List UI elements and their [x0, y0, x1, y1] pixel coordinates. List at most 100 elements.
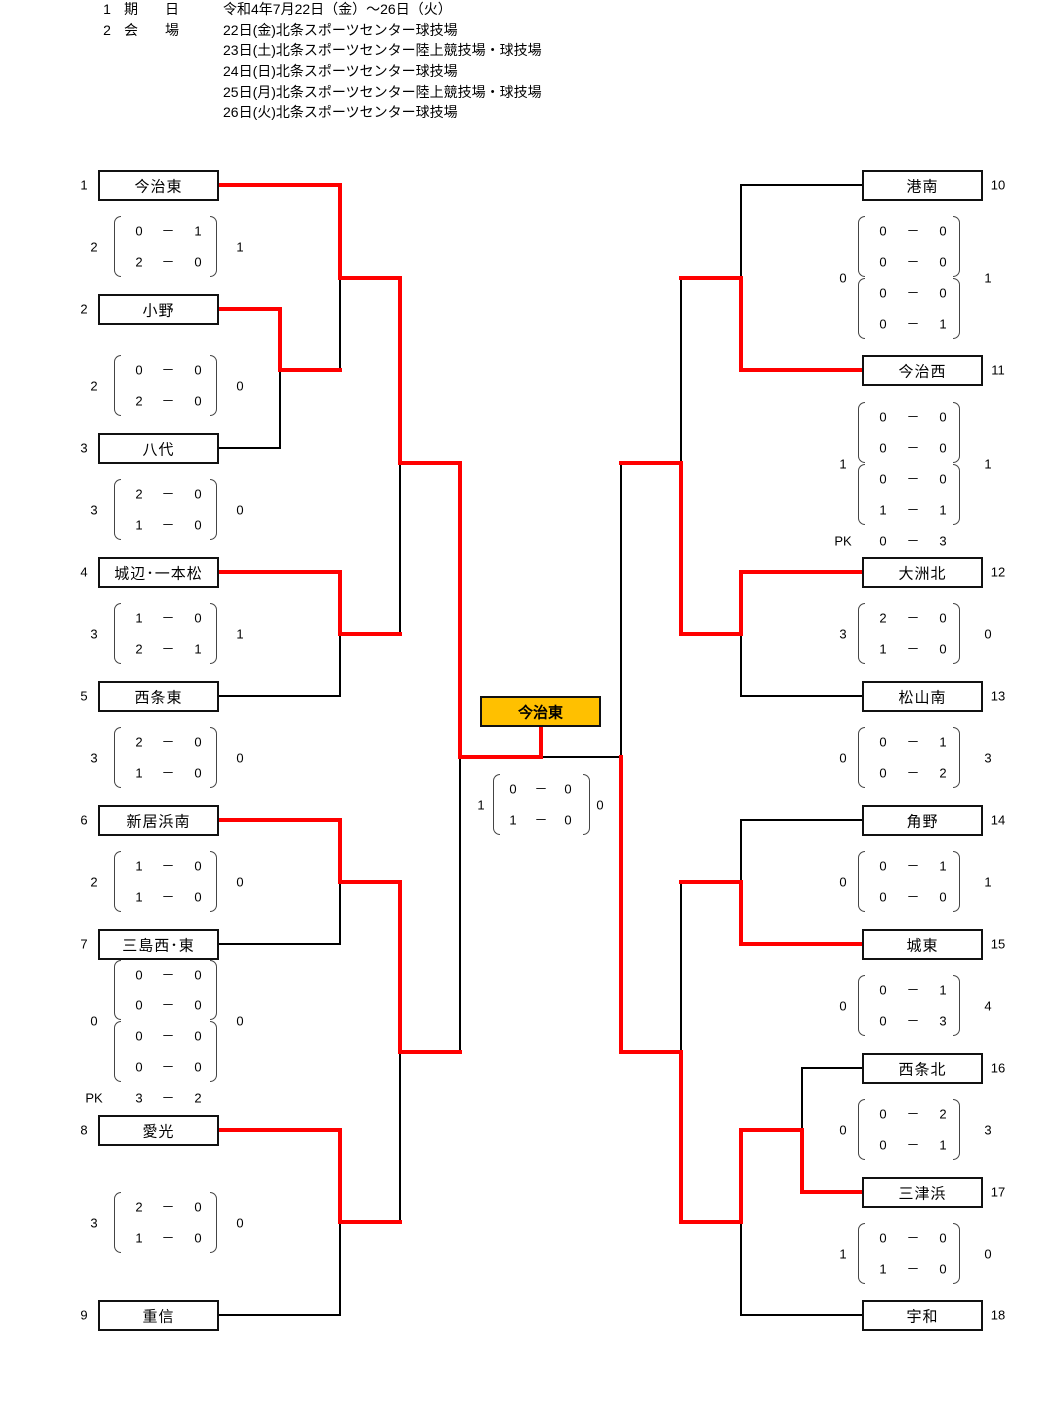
- total-score-right: 1: [984, 874, 992, 889]
- team-box: 新居浜南: [98, 805, 219, 836]
- score-bracket-left: [858, 603, 865, 664]
- total-score-right: 0: [984, 626, 992, 641]
- team-name: 小野: [142, 302, 175, 319]
- team-box: 大洲北: [862, 557, 983, 588]
- team-name: 城辺･一本松: [114, 565, 203, 582]
- score-bracket-left: [493, 774, 500, 835]
- header-item-number: 1: [103, 1, 111, 17]
- score-dash: －: [161, 889, 175, 905]
- team-name: 松山南: [898, 689, 947, 706]
- score-dash: －: [161, 223, 175, 239]
- period-score-right: 0: [194, 610, 202, 626]
- period-score-right: 1: [939, 734, 947, 750]
- total-score-left: 2: [90, 874, 98, 889]
- total-score-right: 0: [596, 797, 604, 812]
- team-name: 愛光: [142, 1123, 175, 1140]
- dates-text: 令和4年7月22日（金）～26日（火）: [223, 1, 452, 17]
- period-score-left: 0: [135, 1028, 143, 1044]
- score-bracket-right: [953, 464, 960, 525]
- team-box: 城辺･一本松: [98, 557, 219, 588]
- venue-line: 26日(火)北条スポーツセンター球技場: [223, 104, 458, 120]
- score-dash: －: [534, 781, 548, 797]
- score-bracket-left: [858, 851, 865, 912]
- period-score-left: 0: [879, 765, 887, 781]
- score-bracket-right: [953, 1099, 960, 1160]
- score-dash: －: [906, 409, 920, 425]
- period-score-left: 0: [879, 223, 887, 239]
- period-score-right: 0: [194, 486, 202, 502]
- period-score-left: 1: [135, 858, 143, 874]
- score-dash: －: [906, 254, 920, 270]
- score-dash: －: [906, 1013, 920, 1029]
- period-score-left: 1: [879, 641, 887, 657]
- total-score-right: 0: [236, 378, 244, 393]
- team-seed-number: 10: [990, 177, 1006, 193]
- period-score-right: 0: [939, 1261, 947, 1277]
- score-dash: －: [161, 1028, 175, 1044]
- venue-line: 25日(月)北条スポーツセンター陸上競技場・球技場: [223, 84, 542, 100]
- period-score-left: 0: [879, 285, 887, 301]
- period-score-right: 1: [939, 1137, 947, 1153]
- period-score-left: 0: [879, 1106, 887, 1122]
- period-score-right: 0: [194, 858, 202, 874]
- period-score-right: 0: [939, 889, 947, 905]
- header-label-char: 日: [165, 1, 179, 17]
- team-seed-number: 5: [80, 688, 88, 704]
- period-score-left: 2: [135, 254, 143, 270]
- score-bracket-right: [583, 774, 590, 835]
- total-score-left: 2: [90, 378, 98, 393]
- period-score-left: 2: [135, 641, 143, 657]
- pk-score-left: 0: [879, 533, 887, 549]
- score-dash: －: [906, 533, 920, 549]
- team-box: 宇和: [862, 1300, 983, 1331]
- score-dash: －: [161, 486, 175, 502]
- team-box: 愛光: [98, 1115, 219, 1146]
- total-score-left: 1: [839, 1246, 847, 1261]
- period-score-right: 0: [939, 641, 947, 657]
- period-score-right: 1: [939, 858, 947, 874]
- header-item-number: 2: [103, 22, 111, 38]
- team-seed-number: 8: [80, 1122, 88, 1138]
- score-dash: －: [161, 393, 175, 409]
- team-seed-number: 7: [80, 936, 88, 952]
- period-score-left: 1: [135, 1230, 143, 1246]
- total-score-right: 0: [236, 750, 244, 765]
- score-dash: －: [906, 223, 920, 239]
- team-seed-number: 12: [990, 564, 1006, 580]
- period-score-right: 2: [939, 765, 947, 781]
- team-seed-number: 14: [990, 812, 1006, 828]
- team-seed-number: 9: [80, 1307, 88, 1323]
- period-score-right: 0: [939, 409, 947, 425]
- team-box: 三島西･東: [98, 929, 219, 960]
- score-dash: －: [161, 641, 175, 657]
- total-score-left: 0: [839, 874, 847, 889]
- team-box: 今治西: [862, 355, 983, 386]
- period-score-left: 1: [135, 610, 143, 626]
- score-dash: －: [906, 285, 920, 301]
- score-dash: －: [906, 765, 920, 781]
- period-score-right: 0: [939, 471, 947, 487]
- score-bracket-right: [953, 603, 960, 664]
- period-score-left: 0: [879, 471, 887, 487]
- score-bracket-right: [953, 278, 960, 339]
- pk-score-left: 3: [135, 1090, 143, 1106]
- total-score-left: 3: [839, 626, 847, 641]
- venue-line: 24日(日)北条スポーツセンター球技場: [223, 63, 458, 79]
- champion-name: 今治東: [517, 704, 563, 721]
- team-box: 八代: [98, 433, 219, 464]
- team-box: 三津浜: [862, 1177, 983, 1208]
- score-bracket-left: [858, 464, 865, 525]
- score-bracket-left: [858, 278, 865, 339]
- score-bracket-right: [210, 851, 217, 912]
- period-score-left: 2: [135, 734, 143, 750]
- team-seed-number: 1: [80, 177, 88, 193]
- score-bracket-left: [114, 603, 121, 664]
- period-score-left: 0: [135, 967, 143, 983]
- period-score-left: 0: [879, 254, 887, 270]
- period-score-right: 1: [194, 223, 202, 239]
- period-score-right: 0: [939, 254, 947, 270]
- period-score-left: 0: [879, 889, 887, 905]
- period-score-right: 3: [939, 1013, 947, 1029]
- team-box: 今治東: [98, 170, 219, 201]
